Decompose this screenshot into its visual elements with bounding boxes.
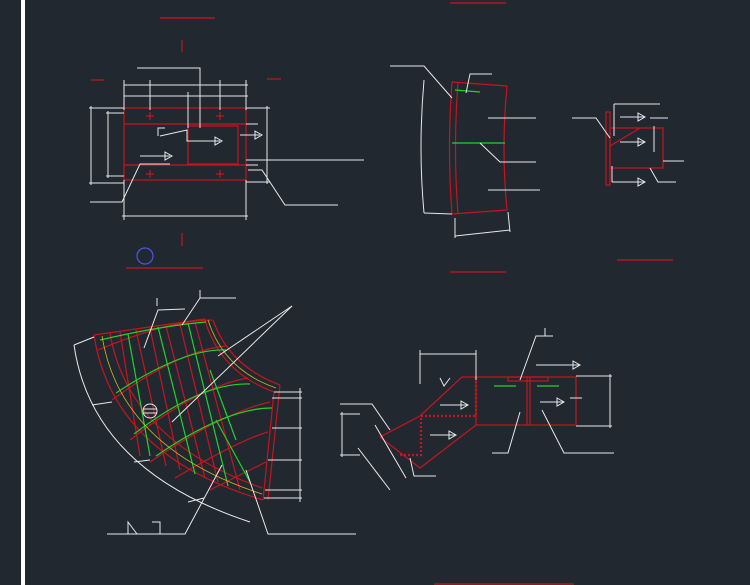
detail-top-left[interactable] bbox=[89, 17, 364, 269]
detail-bottom-left-curved[interactable] bbox=[73, 290, 356, 535]
detail-top-middle[interactable] bbox=[390, 2, 540, 273]
detail-top-right[interactable] bbox=[572, 103, 684, 261]
detail-bottom-right[interactable] bbox=[340, 328, 614, 585]
section-marker-circle bbox=[136, 247, 154, 265]
